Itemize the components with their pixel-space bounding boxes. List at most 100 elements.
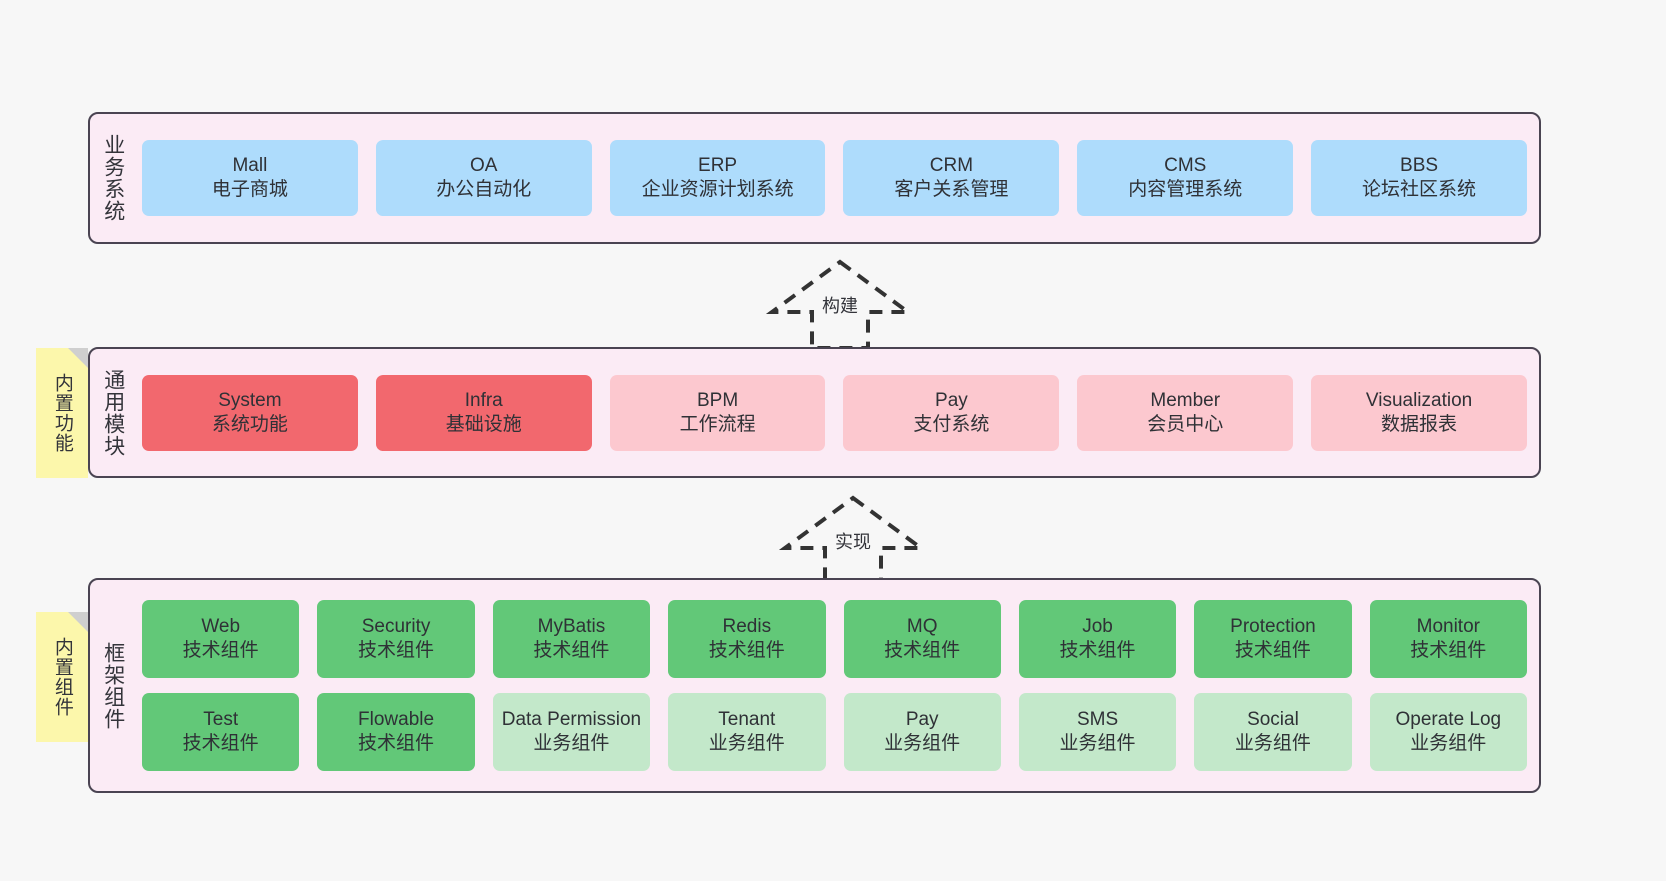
layer-framework-components: 框架组件 Web 技术组件 Security 技术组件 MyBatis 技术组件…	[88, 578, 1541, 793]
business-node-row: Mall 电子商城 OA 办公自动化 ERP 企业资源计划系统 CRM 客户关系…	[142, 140, 1527, 216]
node-cms[interactable]: CMS 内容管理系统	[1077, 140, 1294, 216]
node-erp[interactable]: ERP 企业资源计划系统	[609, 140, 826, 216]
node-tenant-name: Tenant	[718, 709, 776, 731]
layer-body-modules: System 系统功能 Infra 基础设施 BPM 工作流程 Pay 支付系统…	[136, 349, 1539, 476]
node-infra[interactable]: Infra 基础设施	[375, 374, 592, 451]
node-tenant-desc: 业务组件	[708, 733, 785, 754]
node-test-desc: 技术组件	[182, 733, 259, 754]
framework-biz-row: Test 技术组件 Flowable 技术组件 Data Permission …	[142, 693, 1527, 771]
node-sms[interactable]: SMS 业务组件	[1018, 693, 1177, 771]
arrow-build-label: 构建	[822, 296, 858, 316]
note-builtin-function: 内置功能	[36, 348, 88, 478]
node-bbs-desc: 论坛社区系统	[1362, 179, 1477, 200]
node-mall-desc: 电子商城	[211, 179, 288, 200]
node-sms-name: SMS	[1076, 709, 1119, 731]
node-protection-name: Protection	[1230, 616, 1316, 638]
node-system[interactable]: System 系统功能	[142, 374, 358, 451]
node-redis-desc: 技术组件	[708, 640, 785, 661]
node-monitor-name: Monitor	[1416, 616, 1480, 638]
node-mq-name: MQ	[906, 616, 938, 638]
node-member[interactable]: Member 会员中心	[1077, 374, 1294, 451]
node-operate-log-name: Operate Log	[1395, 709, 1502, 731]
node-flowable[interactable]: Flowable 技术组件	[317, 693, 475, 771]
node-member-desc: 会员中心	[1147, 413, 1224, 435]
node-redis-name: Redis	[722, 616, 772, 638]
node-system-name: System	[218, 389, 282, 411]
layer-common-modules: 通用模块 System 系统功能 Infra 基础设施 BPM 工作流程 Pay…	[88, 347, 1541, 478]
node-crm-desc: 客户关系管理	[894, 179, 1009, 200]
node-security-desc: 技术组件	[358, 640, 435, 661]
node-operate-log-desc: 业务组件	[1410, 733, 1487, 754]
node-social-desc: 业务组件	[1234, 733, 1311, 754]
node-erp-desc: 企业资源计划系统	[641, 179, 794, 200]
node-web[interactable]: Web 技术组件	[142, 600, 300, 678]
node-security[interactable]: Security 技术组件	[317, 600, 475, 678]
node-bbs[interactable]: BBS 论坛社区系统	[1311, 140, 1527, 216]
node-cms-desc: 内容管理系统	[1128, 179, 1243, 200]
node-monitor[interactable]: Monitor 技术组件	[1369, 600, 1527, 678]
node-job[interactable]: Job 技术组件	[1018, 600, 1177, 678]
node-redis[interactable]: Redis 技术组件	[668, 600, 826, 678]
node-monitor-desc: 技术组件	[1410, 640, 1487, 661]
node-data-permission[interactable]: Data Permission 业务组件	[492, 693, 651, 771]
node-pay-component-name: Pay	[905, 709, 939, 731]
node-test-name: Test	[203, 709, 239, 731]
node-cms-name: CMS	[1164, 155, 1207, 177]
note-fold-corner-icon	[68, 612, 88, 632]
node-web-desc: 技术组件	[182, 640, 259, 661]
node-infra-desc: 基础设施	[445, 413, 522, 435]
node-bpm[interactable]: BPM 工作流程	[609, 374, 826, 451]
node-pay-component[interactable]: Pay 业务组件	[843, 693, 1001, 771]
node-pay-module-name: Pay	[935, 389, 968, 411]
node-mall[interactable]: Mall 电子商城	[142, 140, 358, 216]
layer-business-systems: 业务系统 Mall 电子商城 OA 办公自动化 ERP 企业资源计划系统 CRM…	[88, 112, 1541, 244]
layer-body-framework: Web 技术组件 Security 技术组件 MyBatis 技术组件 Redi…	[136, 580, 1539, 791]
node-data-permission-name: Data Permission	[501, 709, 642, 731]
node-pay-component-desc: 业务组件	[884, 733, 961, 754]
node-job-name: Job	[1082, 616, 1113, 638]
node-mall-name: Mall	[232, 155, 268, 177]
node-member-name: Member	[1150, 389, 1221, 411]
node-oa[interactable]: OA 办公自动化	[375, 140, 592, 216]
node-tenant[interactable]: Tenant 业务组件	[668, 693, 826, 771]
arrow-build: 构建	[760, 256, 920, 352]
note-fold-corner-icon	[68, 348, 88, 368]
node-bpm-desc: 工作流程	[679, 413, 756, 435]
node-social[interactable]: Social 业务组件	[1194, 693, 1352, 771]
note-builtin-component: 内置组件	[36, 612, 88, 742]
node-social-name: Social	[1247, 709, 1299, 731]
layer-title-framework: 框架组件	[101, 641, 125, 730]
node-mq-desc: 技术组件	[884, 640, 961, 661]
node-pay-module[interactable]: Pay 支付系统	[843, 374, 1060, 451]
node-crm[interactable]: CRM 客户关系管理	[843, 140, 1060, 216]
node-job-desc: 技术组件	[1059, 640, 1136, 661]
arrow-implement-label: 实现	[835, 532, 871, 552]
node-web-name: Web	[201, 616, 241, 638]
framework-tech-row: Web 技术组件 Security 技术组件 MyBatis 技术组件 Redi…	[142, 600, 1527, 678]
node-protection-desc: 技术组件	[1234, 640, 1311, 661]
node-erp-name: ERP	[698, 155, 738, 177]
node-mq[interactable]: MQ 技术组件	[843, 600, 1001, 678]
module-node-row: System 系统功能 Infra 基础设施 BPM 工作流程 Pay 支付系统…	[142, 374, 1527, 451]
node-sms-desc: 业务组件	[1059, 733, 1136, 754]
node-visualization[interactable]: Visualization 数据报表	[1311, 374, 1527, 451]
node-protection[interactable]: Protection 技术组件	[1194, 600, 1352, 678]
node-test[interactable]: Test 技术组件	[142, 693, 300, 771]
node-bbs-name: BBS	[1400, 155, 1439, 177]
node-mybatis-name: MyBatis	[537, 616, 606, 638]
node-system-desc: 系统功能	[211, 413, 288, 435]
node-oa-name: OA	[470, 155, 498, 177]
layer-title-modules: 通用模块	[101, 368, 125, 457]
node-mybatis[interactable]: MyBatis 技术组件	[492, 600, 651, 678]
node-infra-name: Infra	[464, 389, 503, 411]
note-builtin-component-label: 内置组件	[51, 637, 73, 717]
layer-title-business: 业务系统	[101, 134, 125, 222]
node-visualization-desc: 数据报表	[1381, 413, 1458, 435]
node-data-permission-desc: 业务组件	[533, 733, 610, 754]
node-crm-name: CRM	[929, 155, 974, 177]
node-operate-log[interactable]: Operate Log 业务组件	[1369, 693, 1527, 771]
layer-body-business: Mall 电子商城 OA 办公自动化 ERP 企业资源计划系统 CRM 客户关系…	[136, 114, 1539, 242]
node-security-name: Security	[361, 616, 431, 638]
note-builtin-function-label: 内置功能	[51, 373, 73, 453]
